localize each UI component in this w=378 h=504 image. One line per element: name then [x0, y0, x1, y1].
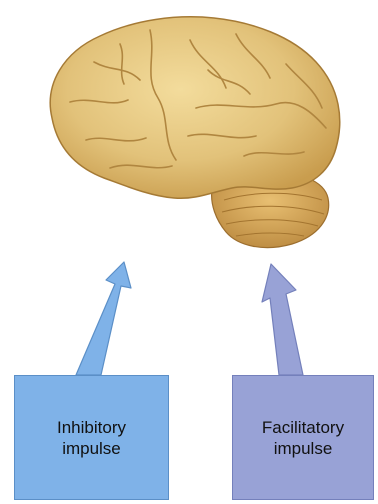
cerebrum — [49, 16, 341, 200]
facilitatory-arrow — [261, 263, 304, 376]
cerebellum-folia — [221, 192, 325, 237]
inhibitory-arrow — [75, 261, 132, 376]
brain-sulci — [69, 29, 327, 169]
facilitatory-impulse-label: Facilitatory impulse — [261, 417, 345, 458]
brain-illustration — [49, 16, 341, 249]
inhibitory-impulse-label: Inhibitory impulse — [57, 417, 126, 458]
inhibitory-impulse-box: Inhibitory impulse — [14, 375, 169, 500]
facilitatory-impulse-box: Facilitatory impulse — [232, 375, 374, 500]
